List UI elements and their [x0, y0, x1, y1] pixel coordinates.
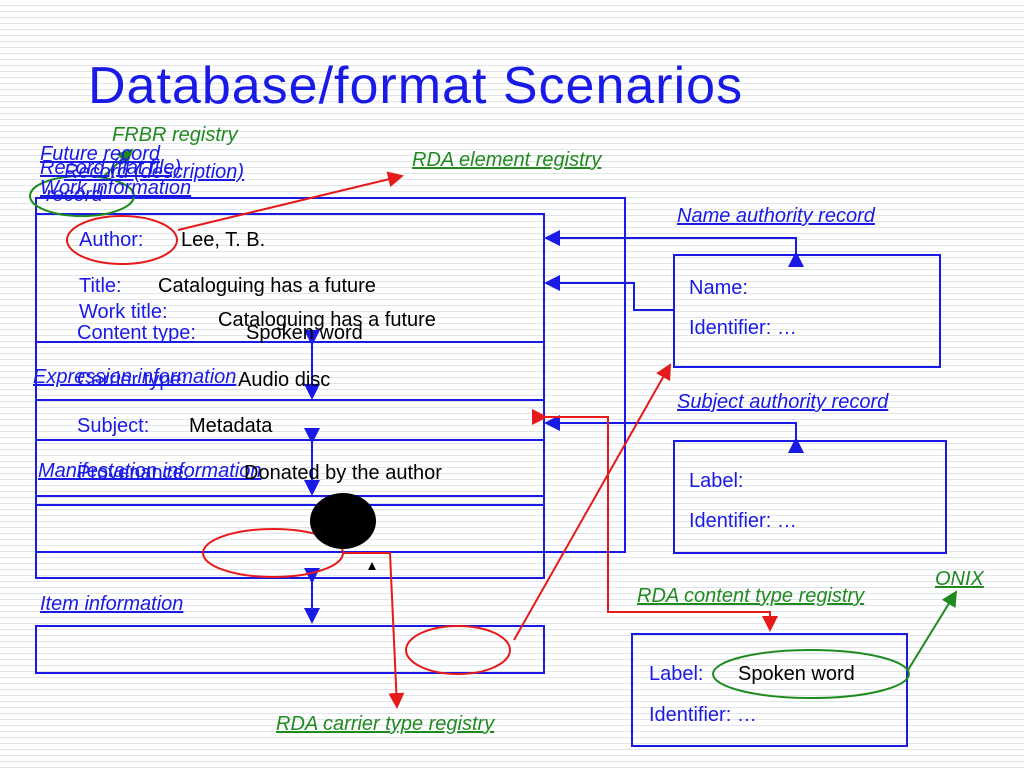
- link-author-name-authority: [544, 230, 804, 267]
- content-type-box-value: Spoken word: [738, 663, 855, 685]
- carrier-type-field-label: Carrier type:: [77, 369, 188, 391]
- onix-label: ONIX: [935, 568, 984, 590]
- author-field-label: Author:: [79, 229, 144, 251]
- link-onix: [907, 590, 958, 671]
- record-flat-file-label: Record (flat file): [40, 157, 182, 179]
- subject-authority-heading: Subject authority record: [677, 391, 889, 413]
- subject-authority-identifier-label: Identifier: …: [689, 510, 797, 532]
- subject-authority-label-label: Label:: [689, 470, 744, 492]
- small-triangle: [368, 562, 376, 570]
- subject-field-label: Subject:: [77, 415, 150, 437]
- name-authority-identifier-label: Identifier: …: [689, 317, 797, 339]
- page-title: Database/format Scenarios: [88, 57, 744, 115]
- rda-carrier-type-registry-label: RDA carrier type registry: [276, 713, 495, 735]
- subject-authority-box: [673, 440, 947, 554]
- content-type-field-value: Spoken word: [246, 322, 363, 344]
- work-title-field-value: Cataloguing has a future: [218, 309, 436, 331]
- rda-element-registry-label: RDA element registry: [412, 149, 602, 171]
- content-type-box-identifier-label: Identifier: …: [649, 704, 757, 726]
- provenance-field-label: Provenance:: [77, 462, 190, 484]
- work-record-box: [35, 213, 545, 579]
- title-field-label: Title:: [79, 275, 122, 297]
- subject-field-value: Metadata: [189, 415, 273, 437]
- provenance-field-value: Donated by the author: [244, 462, 442, 484]
- author-oval: [66, 215, 178, 265]
- link-carrier-type-registry: [343, 552, 405, 709]
- item-box: [35, 625, 545, 674]
- link-content-type-registry: [532, 409, 778, 632]
- content-type-field-label: Content type:: [77, 322, 196, 344]
- carrier-type-field-value: Audio disc: [238, 369, 331, 391]
- content-type-box-label: Label:: [649, 663, 704, 685]
- rda-content-type-registry-label: RDA content type registry: [637, 585, 865, 607]
- future-record-oval: [29, 175, 135, 217]
- name-authority-heading: Name authority record: [677, 205, 875, 227]
- name-authority-box: [673, 254, 941, 368]
- item-information-label: Item information: [40, 593, 184, 615]
- manifestation-information-label: Manifestation information: [38, 460, 262, 482]
- work-information-label: Work information: [40, 177, 192, 199]
- link-frbr-registry: [103, 148, 134, 177]
- future-record-label: Future record: [40, 143, 161, 165]
- frbr-registry-label: FRBR registry: [112, 124, 238, 146]
- record-word-label: record: [46, 184, 103, 206]
- black-oval: [310, 493, 376, 549]
- item-oval: [405, 625, 511, 675]
- content-type-box: [631, 633, 908, 747]
- link-subject-authority: [544, 415, 804, 453]
- link-author-rda-element: [177, 171, 404, 231]
- name-authority-name-label: Name:: [689, 277, 748, 299]
- expression-information-label: Expression information: [33, 366, 237, 388]
- link-title-name-authority: [544, 275, 674, 311]
- author-field-value: Lee, T. B.: [181, 229, 266, 251]
- title-field-value: Cataloguing has a future: [158, 275, 376, 297]
- spoken-word-oval: [712, 649, 910, 699]
- record-description-label: Record (description): [64, 161, 245, 183]
- work-title-field-label: Work title:: [79, 301, 168, 323]
